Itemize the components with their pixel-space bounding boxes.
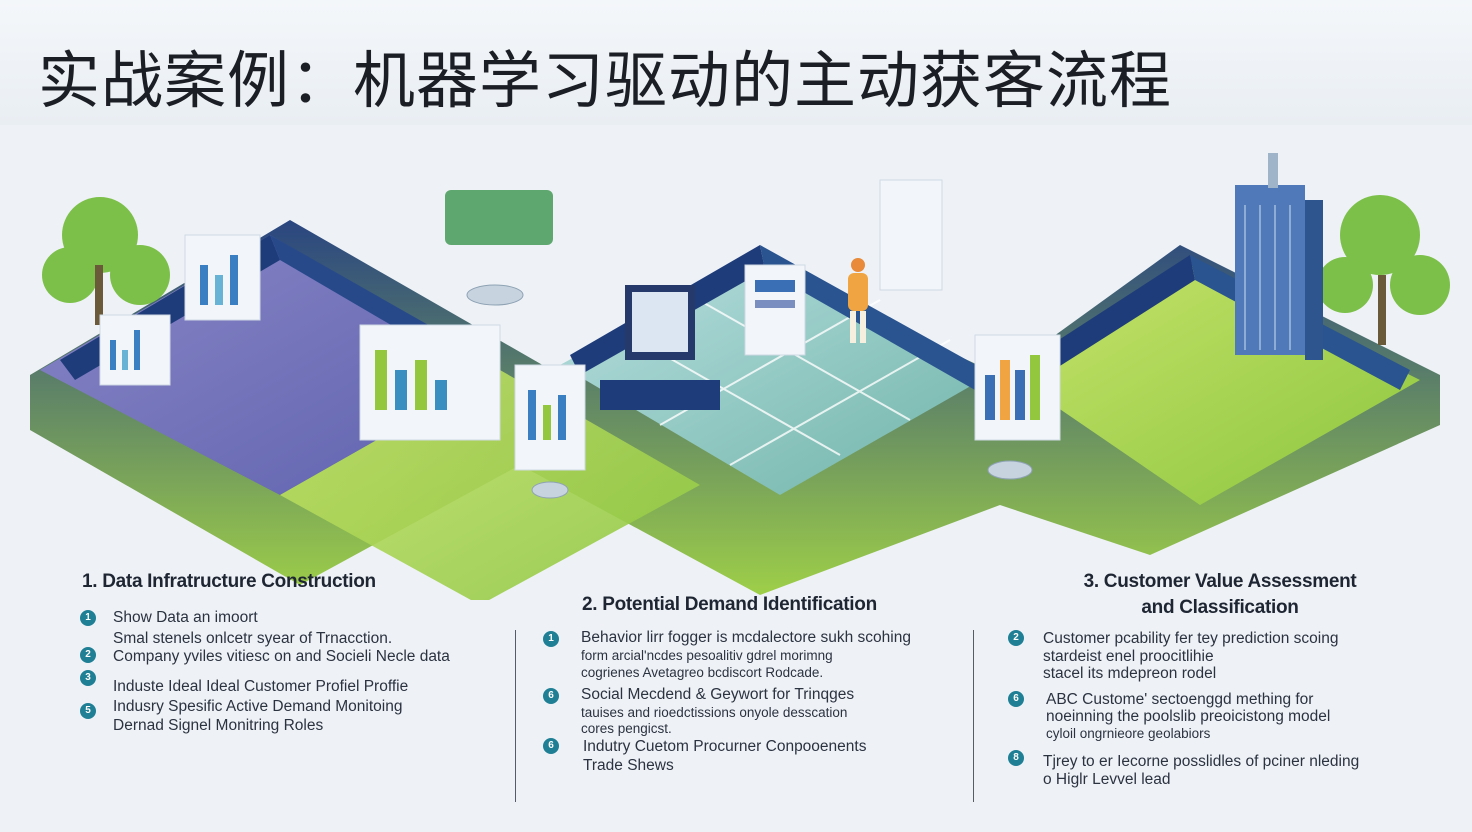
section-1-item-1: Show Data an imoort bbox=[113, 609, 258, 626]
section-3-heading: 3. Customer Value Assessment and Classif… bbox=[1040, 569, 1400, 621]
section-1-item-3: Induste Ideal Ideal Customer Profiel Pro… bbox=[113, 678, 409, 695]
section-2-heading: 2. Potential Demand Identification bbox=[582, 594, 877, 615]
dashboard-screen-1 bbox=[99, 314, 171, 386]
section-2-item-3-line1: Indutry Cuetom Procurner Conpooenents bbox=[583, 738, 867, 755]
dashboard-screen-4 bbox=[514, 364, 586, 471]
section-2-item-1-line3: cogrienes Avetagreo bcdiscort Rodcade. bbox=[581, 665, 824, 680]
section-2-item-2-line1: Social Mecdend & Geywort for Trinqges bbox=[581, 686, 855, 703]
section-1-item-5-line1: Indusry Spesific Active Demand Monitoing bbox=[113, 698, 403, 715]
floating-card-top bbox=[445, 179, 943, 291]
section-3-bullet-1: 2 bbox=[1008, 630, 1024, 646]
section-2-bullet-1: 1 bbox=[543, 631, 559, 647]
section-3-heading-line2: and Classification bbox=[1141, 597, 1299, 618]
section-3-item-1-line2: stardeist enel proocitlihie bbox=[1043, 648, 1214, 665]
hub-discs bbox=[466, 284, 1033, 499]
section-1-item-5-line2: Dernad Signel Monitring Roles bbox=[113, 717, 324, 734]
divider-2 bbox=[973, 630, 974, 802]
page-title: 实战案例：机器学习驱动的主动获客流程 bbox=[38, 44, 1173, 117]
section-1-bullet-5: 5 bbox=[80, 703, 96, 719]
section-2-item-2-line2: tauises and rioedctissions onyole dessca… bbox=[581, 705, 848, 720]
section-1-heading: 1. Data Infratructure Construction bbox=[82, 571, 376, 592]
section-3-item-2-line1: ABC Custome' sectoenggd mething for bbox=[1046, 691, 1314, 708]
section-1-item-2: Company yviles vitiesc on and Socieli Ne… bbox=[113, 648, 450, 665]
trees-left bbox=[42, 197, 170, 325]
section-1-item-1b: Smal stenels onlcetr syear of Trnacction… bbox=[113, 630, 393, 647]
process-illustration bbox=[30, 153, 1450, 600]
section-2-item-1-line1: Behavior lirr fogger is mcdalectore sukh… bbox=[581, 629, 911, 646]
section-2-bullet-3: 6 bbox=[543, 738, 559, 754]
section-3-item-1-line1: Customer pcability fer tey prediction sc… bbox=[1043, 630, 1339, 647]
header-band bbox=[0, 0, 1472, 125]
divider-1 bbox=[515, 630, 516, 802]
tower-building bbox=[1235, 153, 1323, 360]
section-3-item-3-line1: Tjrey to er Iecorne posslidles of pciner… bbox=[1043, 753, 1360, 770]
section-3-item-1-line3: stacel its mdepreon rodel bbox=[1043, 665, 1217, 682]
chart-panel-right bbox=[974, 334, 1061, 441]
section-2-item-3-line2: Trade Shews bbox=[583, 757, 674, 774]
dashboard-screen-2 bbox=[184, 234, 261, 321]
section-1-bullet-3: 3 bbox=[80, 670, 96, 686]
section-3-bullet-2: 6 bbox=[1008, 691, 1024, 707]
floor-zone-1b bbox=[280, 370, 700, 600]
section-3-item-2-line2: noeinning the poolslib preoicistong mode… bbox=[1046, 708, 1331, 725]
dashboard-screen-3 bbox=[359, 324, 501, 441]
section-3-bullet-3: 8 bbox=[1008, 750, 1024, 766]
person-figure bbox=[848, 258, 868, 343]
monitor-desk bbox=[600, 285, 720, 410]
section-2-bullet-2: 6 bbox=[543, 688, 559, 704]
section-3-item-3-line2: o Higlr Levvel lead bbox=[1043, 771, 1171, 788]
section-1-bullet-1: 1 bbox=[80, 610, 96, 626]
analytics-panel bbox=[744, 264, 806, 356]
section-2-item-2-line3: cores pengicst. bbox=[581, 721, 672, 736]
section-3-heading-line1: 3. Customer Value Assessment bbox=[1083, 571, 1357, 592]
section-2-item-1-line2: form arcial'ncdes pesoalitiv gdrel morim… bbox=[581, 648, 833, 663]
trees-right bbox=[1317, 195, 1450, 345]
section-3-item-2-line3: cyloil ongrnieore geolabiors bbox=[1046, 726, 1211, 741]
section-1-bullet-2: 2 bbox=[80, 647, 96, 663]
